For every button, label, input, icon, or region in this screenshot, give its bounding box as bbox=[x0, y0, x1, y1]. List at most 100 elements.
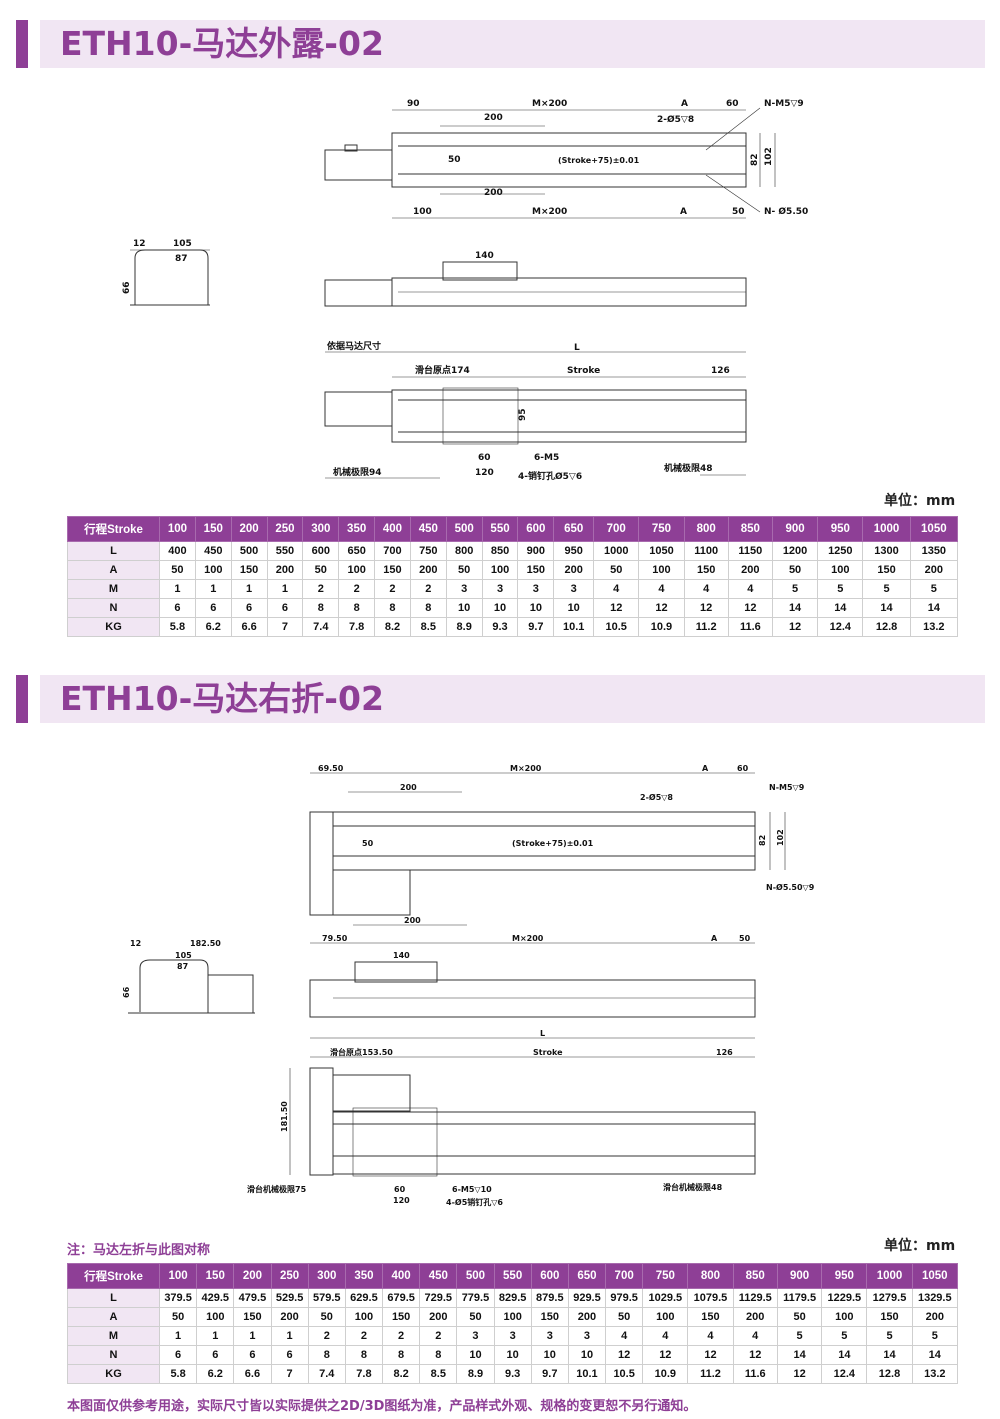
dim-label: N-Ø5.50▽9 bbox=[766, 883, 815, 892]
dim-label: 87 bbox=[177, 962, 189, 971]
dim-label: 200 bbox=[484, 188, 503, 198]
table-cell: 6 bbox=[230, 598, 268, 618]
table-cell: 12.8 bbox=[866, 1364, 913, 1384]
table-cell: 729.5 bbox=[419, 1288, 458, 1308]
table-cell: 4 bbox=[638, 579, 685, 599]
table-cell: 2 bbox=[344, 1326, 384, 1346]
table-cell: 50 bbox=[445, 560, 483, 580]
table-cell: 11.6 bbox=[727, 617, 773, 637]
dim-label: 90 bbox=[407, 99, 420, 109]
table-header-cell: 900 bbox=[776, 1263, 823, 1289]
table-cell: 9.7 bbox=[517, 617, 555, 637]
dim-label: 2-Ø5▽8 bbox=[640, 793, 673, 802]
table-cell: 50 bbox=[159, 560, 196, 580]
table-cell: 12 bbox=[727, 598, 773, 618]
table-cell: 950 bbox=[553, 541, 595, 561]
row-header-cell: L bbox=[67, 541, 160, 561]
table-cell: 2 bbox=[382, 1326, 421, 1346]
dim-label: 140 bbox=[393, 951, 410, 960]
table-cell: 3 bbox=[517, 579, 555, 599]
dim-label: 200 bbox=[404, 916, 421, 925]
table-cell: 10 bbox=[456, 1345, 495, 1365]
table-cell: 5 bbox=[771, 579, 819, 599]
table-cell: 529.5 bbox=[270, 1288, 309, 1308]
table-cell: 550 bbox=[266, 541, 304, 561]
table-cell: 8 bbox=[409, 598, 447, 618]
table-cell: 629.5 bbox=[344, 1288, 384, 1308]
table-header-cell: 650 bbox=[553, 516, 595, 542]
table-cell: 11.2 bbox=[683, 617, 729, 637]
table-cell: 100 bbox=[821, 1307, 868, 1327]
table-header-cell: 200 bbox=[230, 516, 268, 542]
table-cell: 200 bbox=[409, 560, 447, 580]
table-cell: 6 bbox=[266, 598, 304, 618]
table-header-cell: 600 bbox=[517, 516, 555, 542]
dim-label: 182.50 bbox=[190, 939, 221, 948]
table-cell: 150 bbox=[233, 1307, 272, 1327]
table-cell: 1179.5 bbox=[776, 1288, 823, 1308]
table-cell: 10 bbox=[493, 1345, 532, 1365]
dim-label: 200 bbox=[400, 783, 417, 792]
dim-label: N-M5▽9 bbox=[764, 99, 804, 109]
table-cell: 50 bbox=[307, 1307, 346, 1327]
table-cell: 3 bbox=[553, 579, 595, 599]
dim-label: 滑台机械极限48 bbox=[663, 1183, 723, 1192]
dim-label: A bbox=[702, 764, 709, 773]
table-header-cell: 1050 bbox=[911, 1263, 959, 1289]
row-header-cell: KG bbox=[67, 1364, 160, 1384]
table-header-cell: 150 bbox=[194, 516, 232, 542]
table-header-cell: 1000 bbox=[866, 1263, 913, 1289]
table-header-cell: 300 bbox=[302, 516, 340, 542]
table-header-cell: 100 bbox=[158, 1263, 198, 1289]
table-cell: 50 bbox=[456, 1307, 495, 1327]
dim-label: 50 bbox=[739, 934, 751, 943]
table-header-cell: 1000 bbox=[862, 516, 911, 542]
table-cell: 14 bbox=[817, 598, 864, 618]
table-header-cell: 400 bbox=[374, 516, 411, 542]
table-cell: 6.2 bbox=[194, 617, 232, 637]
row-header-cell: A bbox=[67, 560, 160, 580]
table-cell: 379.5 bbox=[158, 1288, 198, 1308]
table-cell: 10 bbox=[530, 1345, 569, 1365]
section-accent-bar bbox=[16, 20, 28, 68]
table-cell: 979.5 bbox=[605, 1288, 644, 1308]
table-cell: 579.5 bbox=[307, 1288, 346, 1308]
dim-label: 4-销钉孔Ø5▽6 bbox=[518, 472, 583, 482]
table-cell: 200 bbox=[732, 1307, 778, 1327]
table-cell: 10.9 bbox=[642, 1364, 689, 1384]
table-cell: 100 bbox=[338, 560, 376, 580]
table-cell: 14 bbox=[909, 598, 959, 618]
table-cell: 11.6 bbox=[732, 1364, 778, 1384]
table-cell: 100 bbox=[194, 560, 232, 580]
unit-label: 单位：mm bbox=[884, 1238, 956, 1254]
table-cell: 1029.5 bbox=[642, 1288, 689, 1308]
table-cell: 8 bbox=[302, 598, 340, 618]
table-cell: 10 bbox=[553, 598, 595, 618]
table-cell: 1 bbox=[159, 579, 196, 599]
table-header-cell: 300 bbox=[307, 1263, 346, 1289]
table-cell: 1150 bbox=[727, 541, 773, 561]
table-cell: 600 bbox=[302, 541, 340, 561]
table-cell: 1 bbox=[270, 1326, 309, 1346]
table-cell: 5 bbox=[866, 1326, 913, 1346]
table-cell: 100 bbox=[481, 560, 519, 580]
dim-label: 66 bbox=[122, 281, 132, 294]
table-cell: 6.6 bbox=[233, 1364, 272, 1384]
table-cell: 900 bbox=[517, 541, 555, 561]
table-cell: 4 bbox=[605, 1326, 644, 1346]
table-cell: 1350 bbox=[909, 541, 959, 561]
table-cell: 850 bbox=[481, 541, 519, 561]
table-cell: 7 bbox=[270, 1364, 309, 1384]
table-cell: 2 bbox=[419, 1326, 458, 1346]
mirror-note: 注：马达左折与此图对称 bbox=[67, 1243, 211, 1258]
dim-label: Stroke bbox=[533, 1048, 563, 1057]
table-cell: 150 bbox=[517, 560, 555, 580]
table-header-cell: 700 bbox=[605, 1263, 644, 1289]
dim-label: 依据马达尺寸 bbox=[327, 342, 382, 352]
